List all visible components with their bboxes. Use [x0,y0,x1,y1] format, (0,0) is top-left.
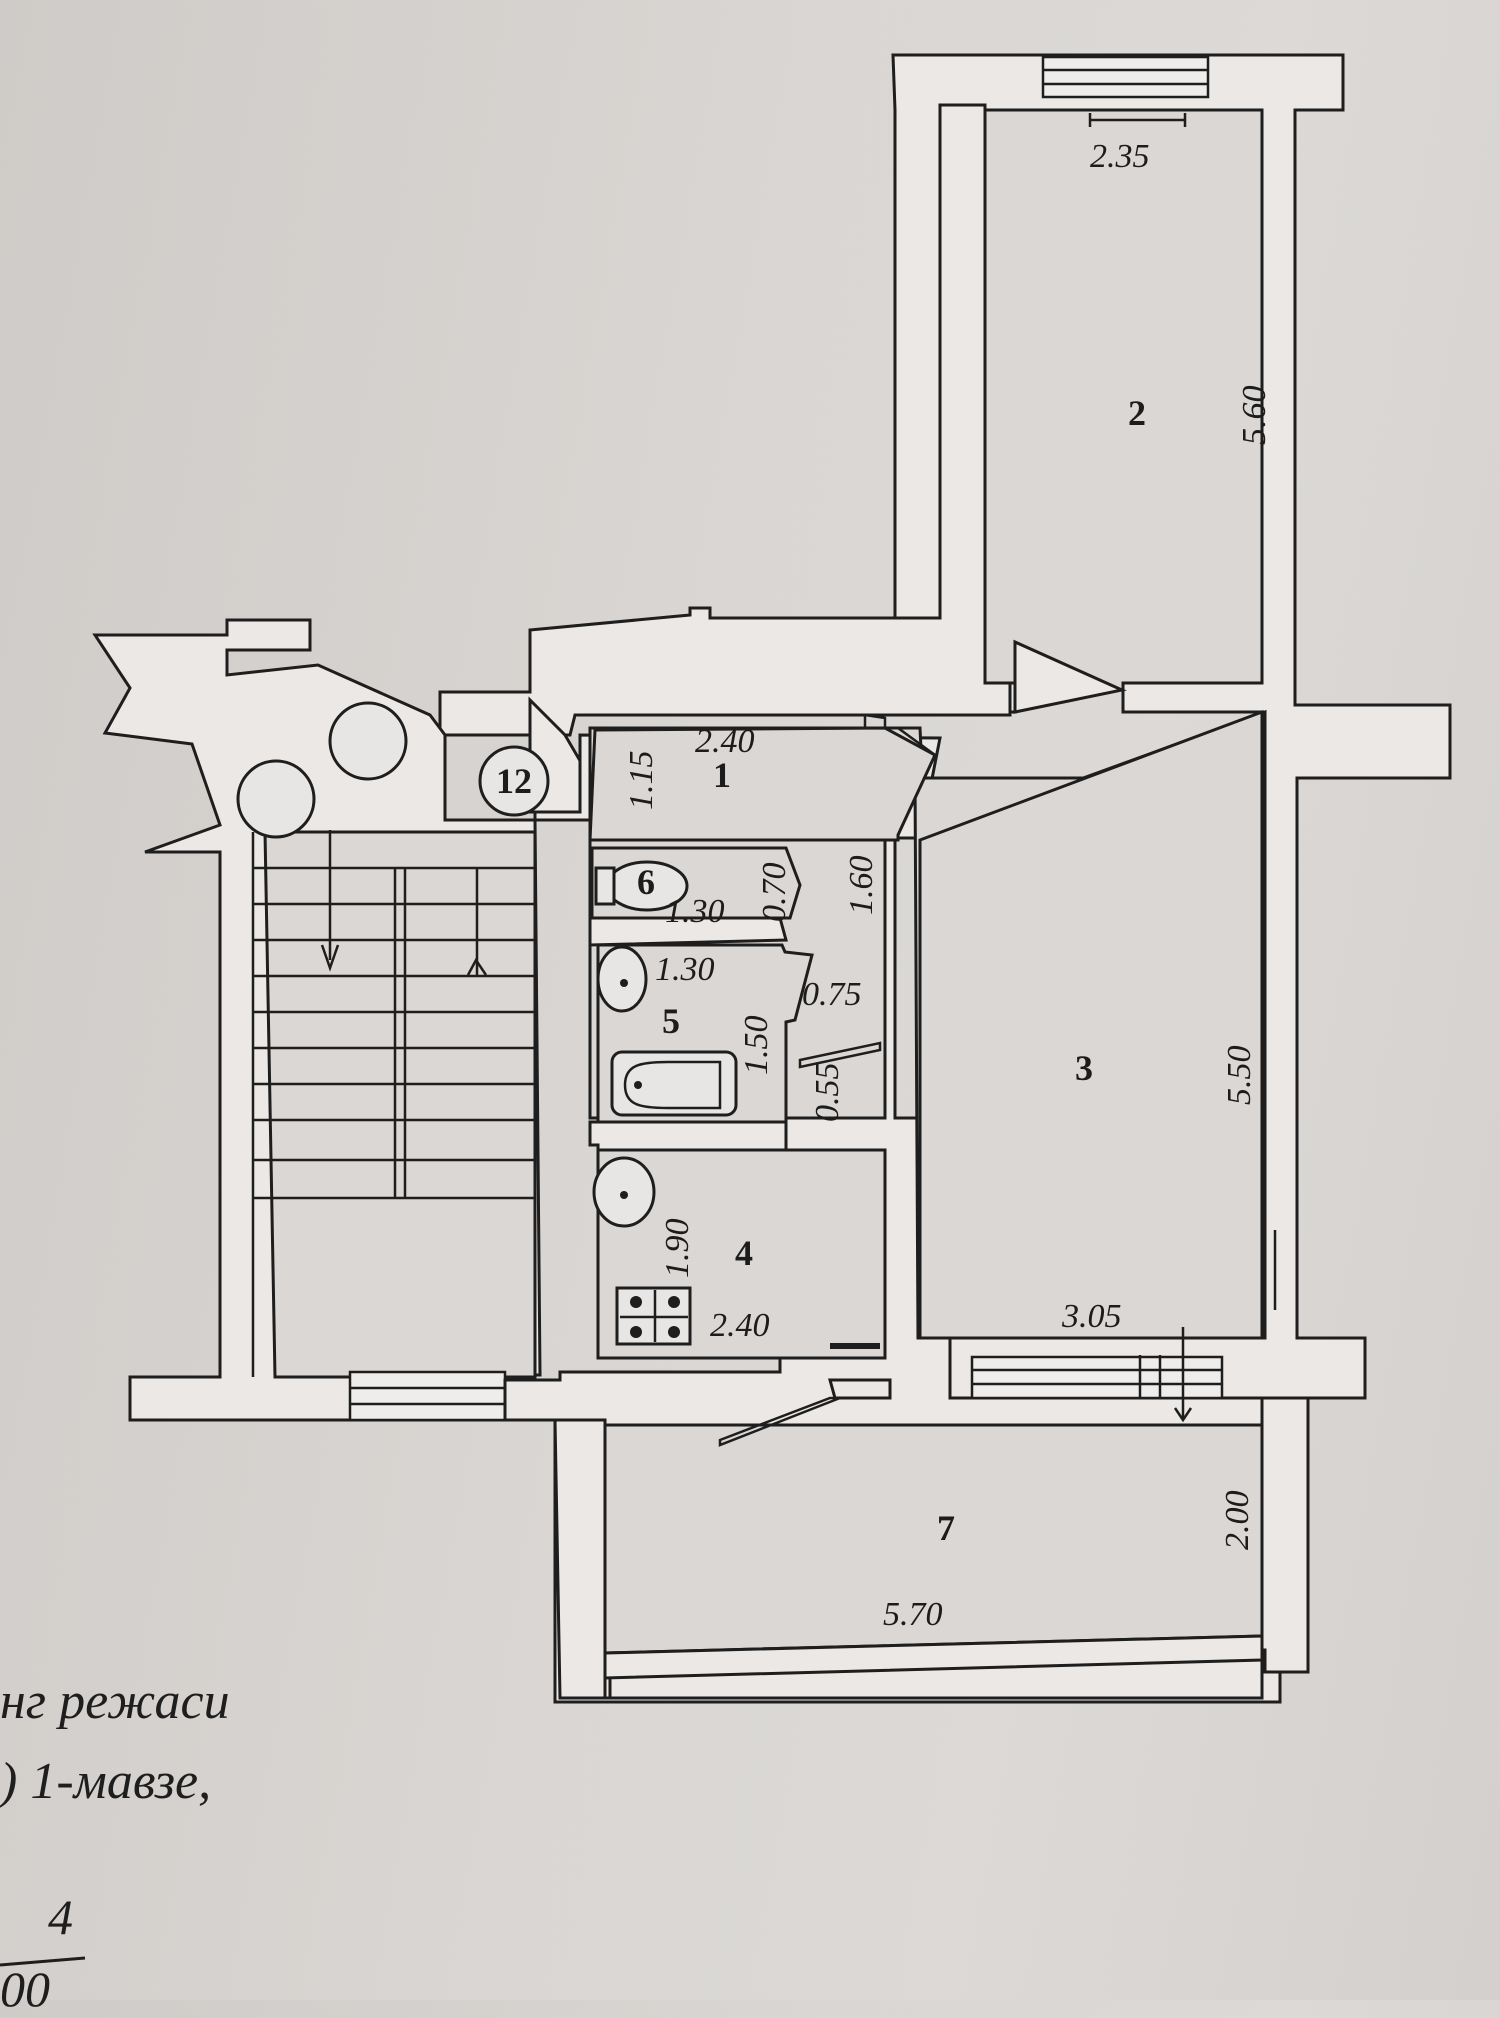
room-12-marker [478,745,550,817]
dim-wc-width: 1.30 [665,893,725,930]
dim-room3-length: 5.50 [1221,1046,1258,1106]
dim-room2-length: 5.60 [1236,386,1273,446]
dim-bath-door: 0.75 [802,976,862,1013]
dim-hall-gap: 0.55 [809,1063,846,1123]
room-number-3: 3 [1075,1048,1093,1088]
fraction-line [0,1956,86,1967]
dim-kitchen-length: 1.90 [659,1219,696,1279]
room-number-6: 6 [637,862,655,902]
stair-steps [251,830,535,1377]
dimension-labels: 2.35 5.60 2.40 1.15 1.60 1.30 0.70 1.30 … [623,138,1273,1633]
dim-kitchen-width: 2.40 [710,1307,770,1344]
room-1 [588,726,937,842]
room-number-2: 2 [1128,393,1146,433]
room-5 [596,943,882,1124]
room-number-7: 7 [937,1508,955,1548]
room-number-1: 1 [713,755,731,795]
dim-room1-length: 1.15 [623,751,660,811]
room-7 [553,1378,1310,1700]
caption-line-2: ) 1-мавзе, [0,1753,212,1810]
room-6 [588,846,802,947]
room-number-4: 4 [735,1233,753,1273]
chimney-circle [328,701,408,781]
dim-wc-length: 0.70 [756,863,793,923]
dim-balcony-length: 5.70 [883,1596,943,1633]
dim-bath-width: 1.30 [655,951,715,988]
room-numbers: 2 1 3 4 5 6 7 12 [496,393,1146,1548]
entry-walls [438,103,1127,737]
dim-bath-length: 1.50 [738,1016,775,1076]
chimney-circle [236,759,316,839]
dim-room3-width: 3.05 [1061,1298,1122,1335]
dim-corridor-length: 1.60 [843,856,880,916]
room-number-12: 12 [496,761,532,801]
room-4 [588,1120,887,1360]
caption-fraction-bottom: 00 [0,1961,50,2017]
caption-fraction-top: 4 [48,1889,73,1945]
room-3 [918,709,1277,1423]
room-number-5: 5 [662,1001,680,1041]
dim-room1-width: 2.40 [695,723,755,760]
caption-line-1: нг режаси [0,1673,230,1730]
stairwell [92,618,613,1422]
dim-room2-width: 2.35 [1090,138,1150,175]
dim-balcony-width: 2.00 [1219,1491,1256,1551]
